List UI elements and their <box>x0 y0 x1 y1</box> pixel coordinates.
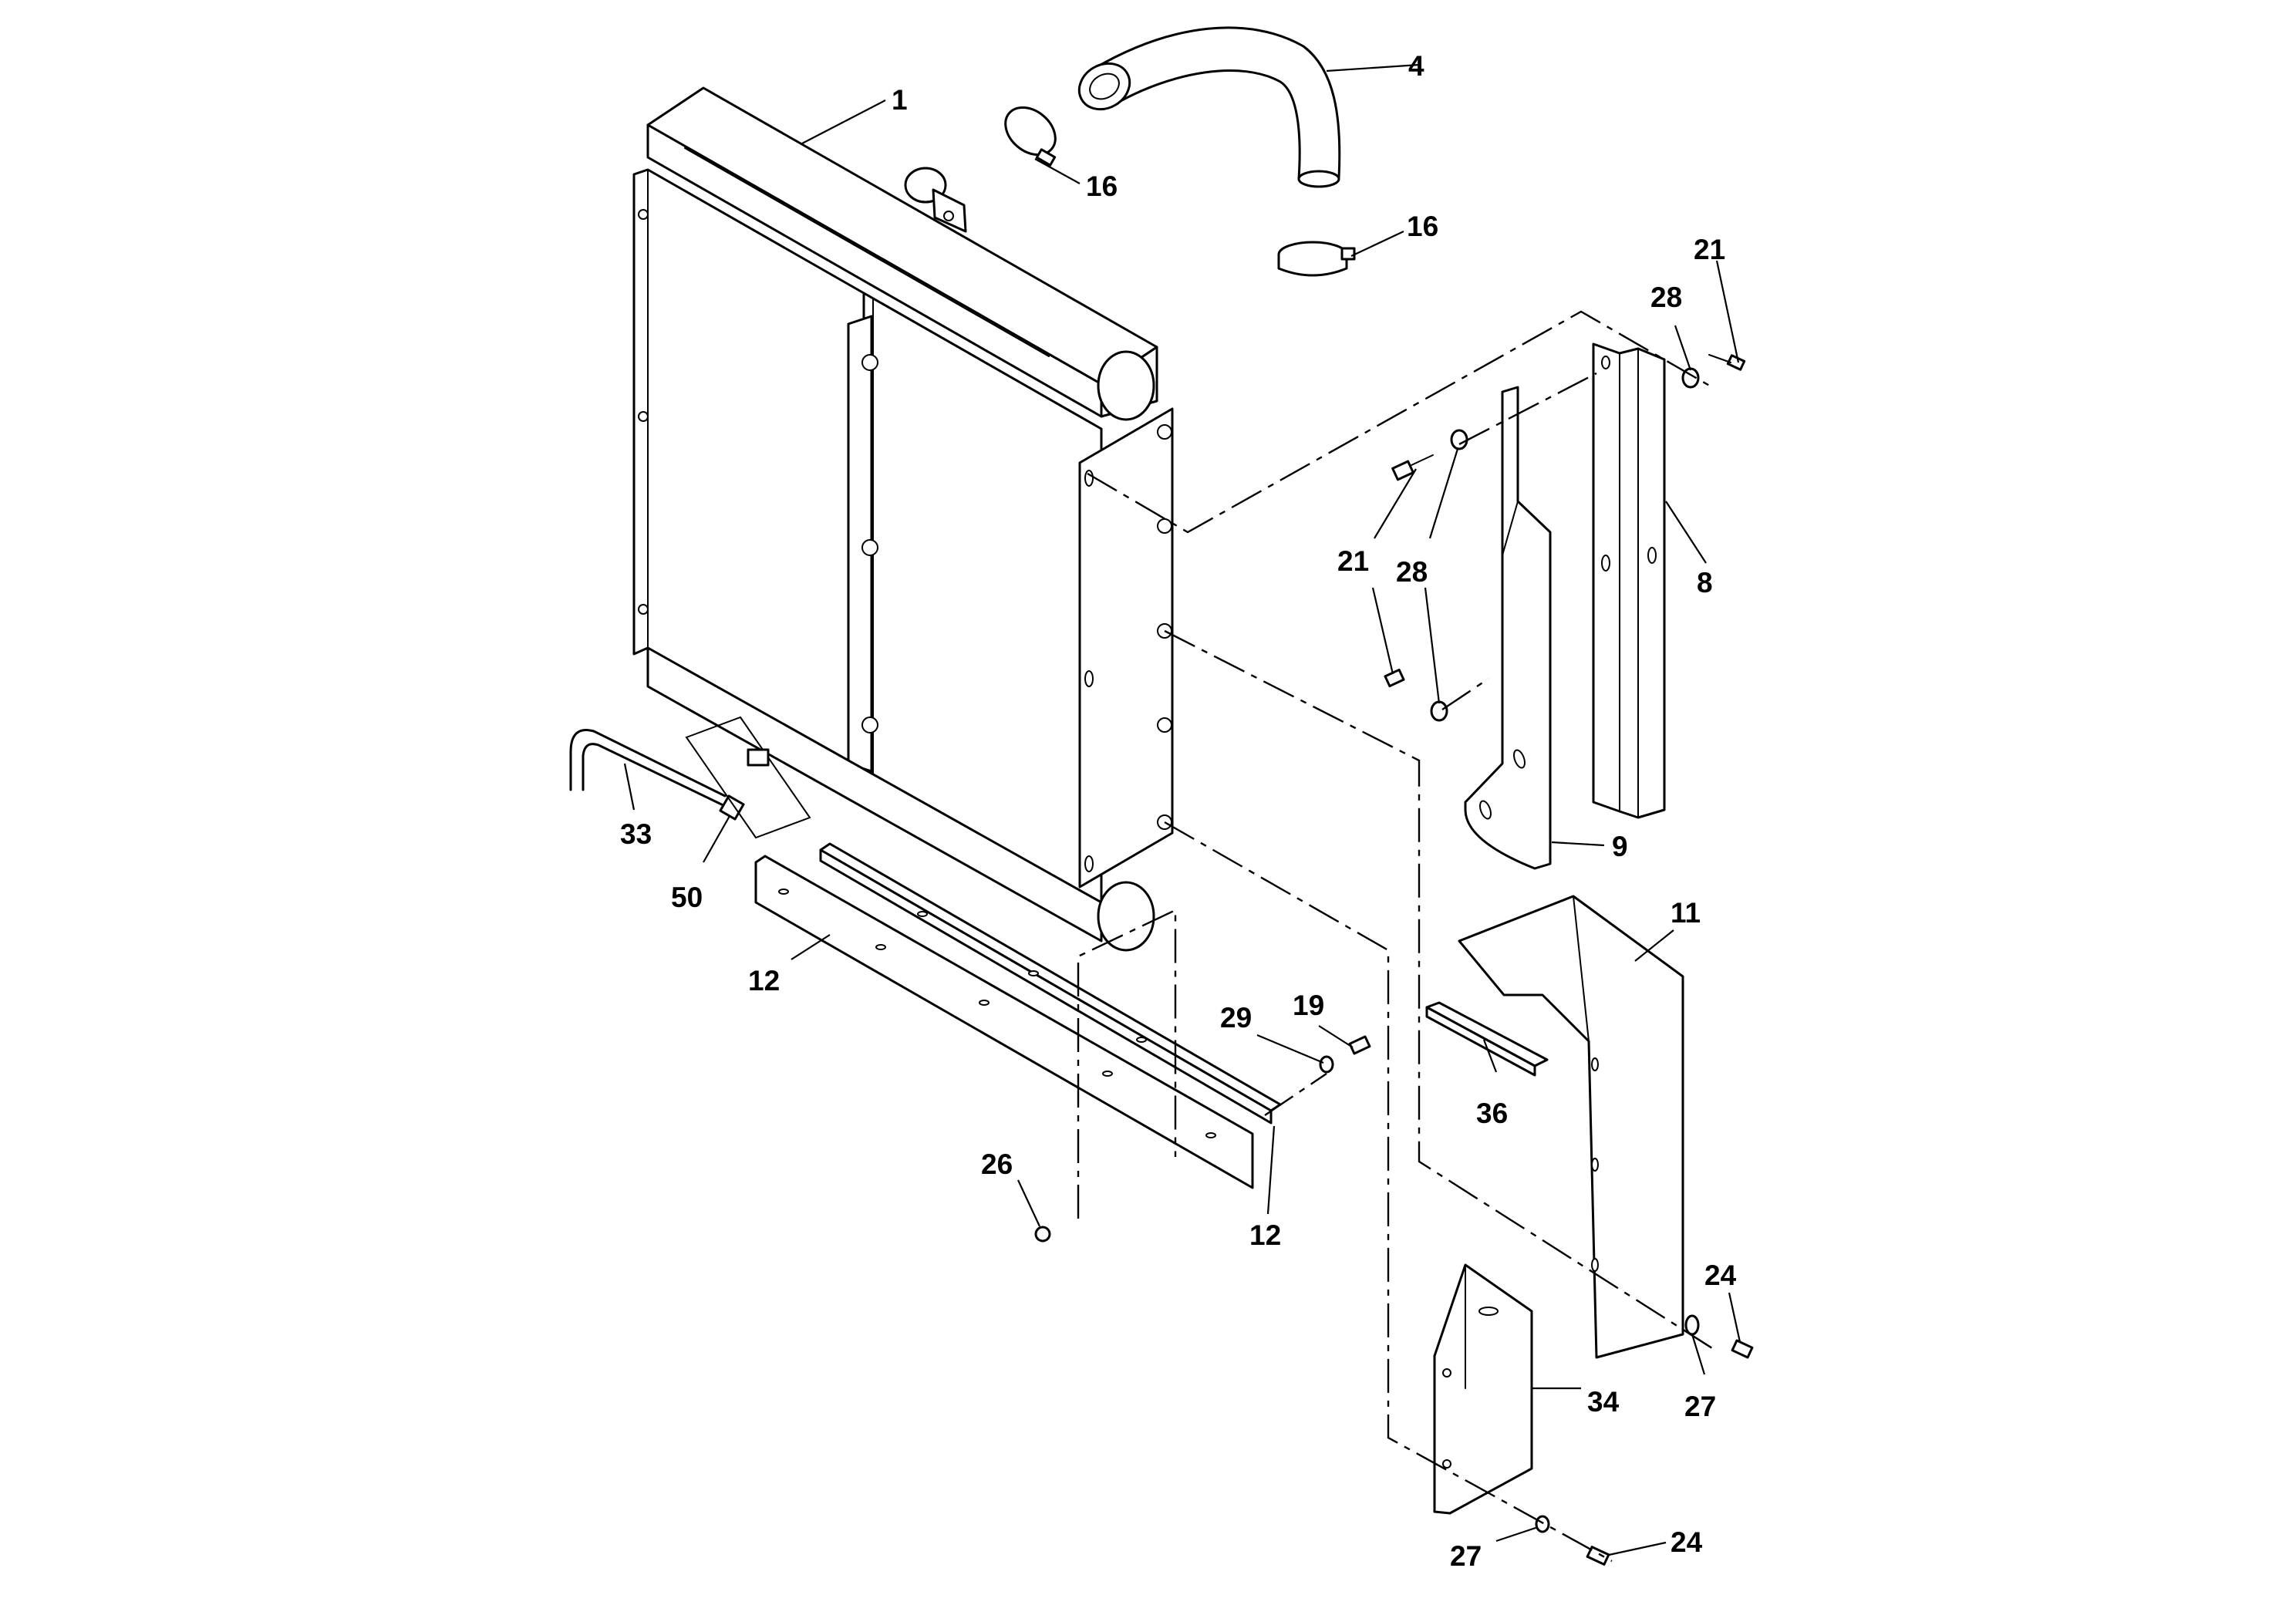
leader-lines <box>623 63 1741 1556</box>
callout-12-left: 12 <box>748 965 780 996</box>
hose-clamp-upper <box>1004 106 1057 167</box>
callout-50: 50 <box>671 882 703 913</box>
overflow-pipe <box>569 716 811 839</box>
callout-12-right: 12 <box>1249 1219 1281 1251</box>
bolt-19 <box>1348 1035 1371 1055</box>
shroud-11 <box>1458 895 1684 1359</box>
callout-8: 8 <box>1697 567 1713 599</box>
hose-body <box>1094 26 1341 180</box>
pipe-fitting <box>719 794 745 821</box>
callout-labels: 1 4 16 16 21 28 8 21 28 21 28 9 33 50 12… <box>620 50 1737 1572</box>
callout-1: 1 <box>892 84 908 116</box>
callout-21-mid: 21 <box>1337 545 1369 577</box>
washer-28-lower <box>1430 700 1448 722</box>
radiator-bottom-tank <box>646 646 1103 943</box>
radiator-side-plate <box>1078 407 1174 889</box>
bolt-21-lower <box>1384 668 1405 688</box>
washer-29 <box>1319 1055 1334 1074</box>
callout-27-upper: 27 <box>1684 1391 1716 1422</box>
callout-24-lower: 24 <box>1671 1526 1703 1558</box>
callout-11: 11 <box>1671 897 1701 929</box>
callout-29: 29 <box>1220 1002 1252 1034</box>
bolt-head <box>861 717 878 733</box>
radiator-bottom-outlet <box>1097 881 1155 952</box>
callout-9: 9 <box>1612 831 1628 862</box>
bolt-24-lower <box>1586 1546 1610 1566</box>
callout-34: 34 <box>1587 1386 1620 1418</box>
callout-26: 26 <box>981 1148 1013 1180</box>
callout-24-upper: 24 <box>1704 1259 1737 1291</box>
washer-27-upper <box>1684 1314 1700 1336</box>
callout-28-lower: 28 <box>1650 282 1682 313</box>
bolt-head <box>861 354 878 371</box>
washer-28-mid <box>1450 429 1468 450</box>
washer-27-lower <box>1535 1515 1550 1533</box>
hose-end-bottom <box>1297 170 1340 188</box>
callout-36: 36 <box>1476 1098 1508 1129</box>
bracket-34 <box>1433 1263 1533 1515</box>
radiator-assembly <box>632 86 1174 952</box>
callout-21-lower: 21 <box>1694 234 1725 265</box>
callout-33: 33 <box>620 818 652 850</box>
hose-clamp-lower <box>1277 241 1356 277</box>
seal-strip-short <box>754 855 1254 1189</box>
drain-valve <box>747 748 770 767</box>
callout-19: 19 <box>1293 990 1324 1021</box>
bracket-9 <box>1464 386 1552 870</box>
callout-27-lower: 27 <box>1450 1540 1482 1572</box>
callout-4: 4 <box>1408 50 1424 82</box>
bracket-8 <box>1592 342 1666 819</box>
callout-16-lower: 16 <box>1407 211 1438 242</box>
seal-36 <box>1425 1001 1549 1077</box>
bolt-24-upper <box>1731 1339 1754 1359</box>
bolt-head <box>861 539 878 556</box>
bolt-21-mid <box>1391 454 1434 481</box>
upper-hose <box>1077 26 1341 188</box>
assembly-lines <box>1077 310 1713 1563</box>
callout-16-upper: 16 <box>1086 170 1118 202</box>
radiator-center-strip <box>847 315 873 773</box>
callout-28-mid: 28 <box>1396 556 1428 588</box>
nut-26 <box>1034 1226 1051 1243</box>
